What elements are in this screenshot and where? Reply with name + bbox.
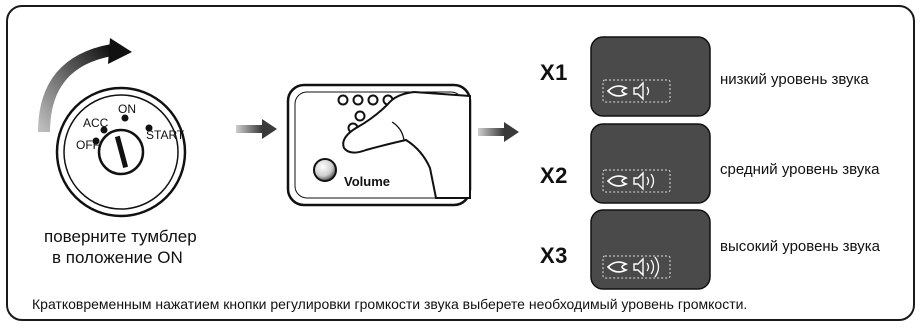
ignition-caption-line2: в положение ON	[52, 248, 183, 267]
level-label-3: высокий уровень звука	[720, 238, 880, 255]
label-off: OFF	[76, 138, 100, 152]
finger	[342, 90, 471, 199]
ignition-caption-line1: поверните тумблер	[44, 227, 197, 246]
dot-off	[92, 137, 100, 145]
press-count-2: X2	[540, 163, 568, 188]
volume-button	[313, 158, 337, 182]
press-count-1: X1	[540, 60, 568, 85]
ignition-switch	[55, 86, 187, 218]
dot-acc	[100, 126, 108, 134]
level-panel-3	[590, 209, 711, 290]
footer-instruction: Кратковременным нажатием кнопки регулиро…	[32, 296, 748, 312]
dot-start	[145, 124, 153, 132]
diagram-frame	[6, 5, 915, 321]
rotation-arrow	[38, 38, 132, 133]
dot-on	[121, 114, 129, 122]
label-on: ON	[118, 102, 136, 116]
level-label-1: низкий уровень звука	[720, 71, 869, 88]
volume-button-label: Volume	[344, 174, 390, 189]
level-panels	[590, 36, 711, 290]
level-panel-1	[590, 36, 711, 117]
label-acc: ACC	[83, 116, 109, 130]
step-arrow-1	[236, 119, 277, 139]
level-panel-2	[590, 123, 711, 204]
press-count-3: X3	[540, 243, 568, 268]
remote-panel	[286, 83, 472, 207]
level-label-2: средний уровень звука	[720, 161, 880, 178]
label-start: START	[146, 128, 185, 142]
step-arrow-2	[478, 122, 519, 142]
